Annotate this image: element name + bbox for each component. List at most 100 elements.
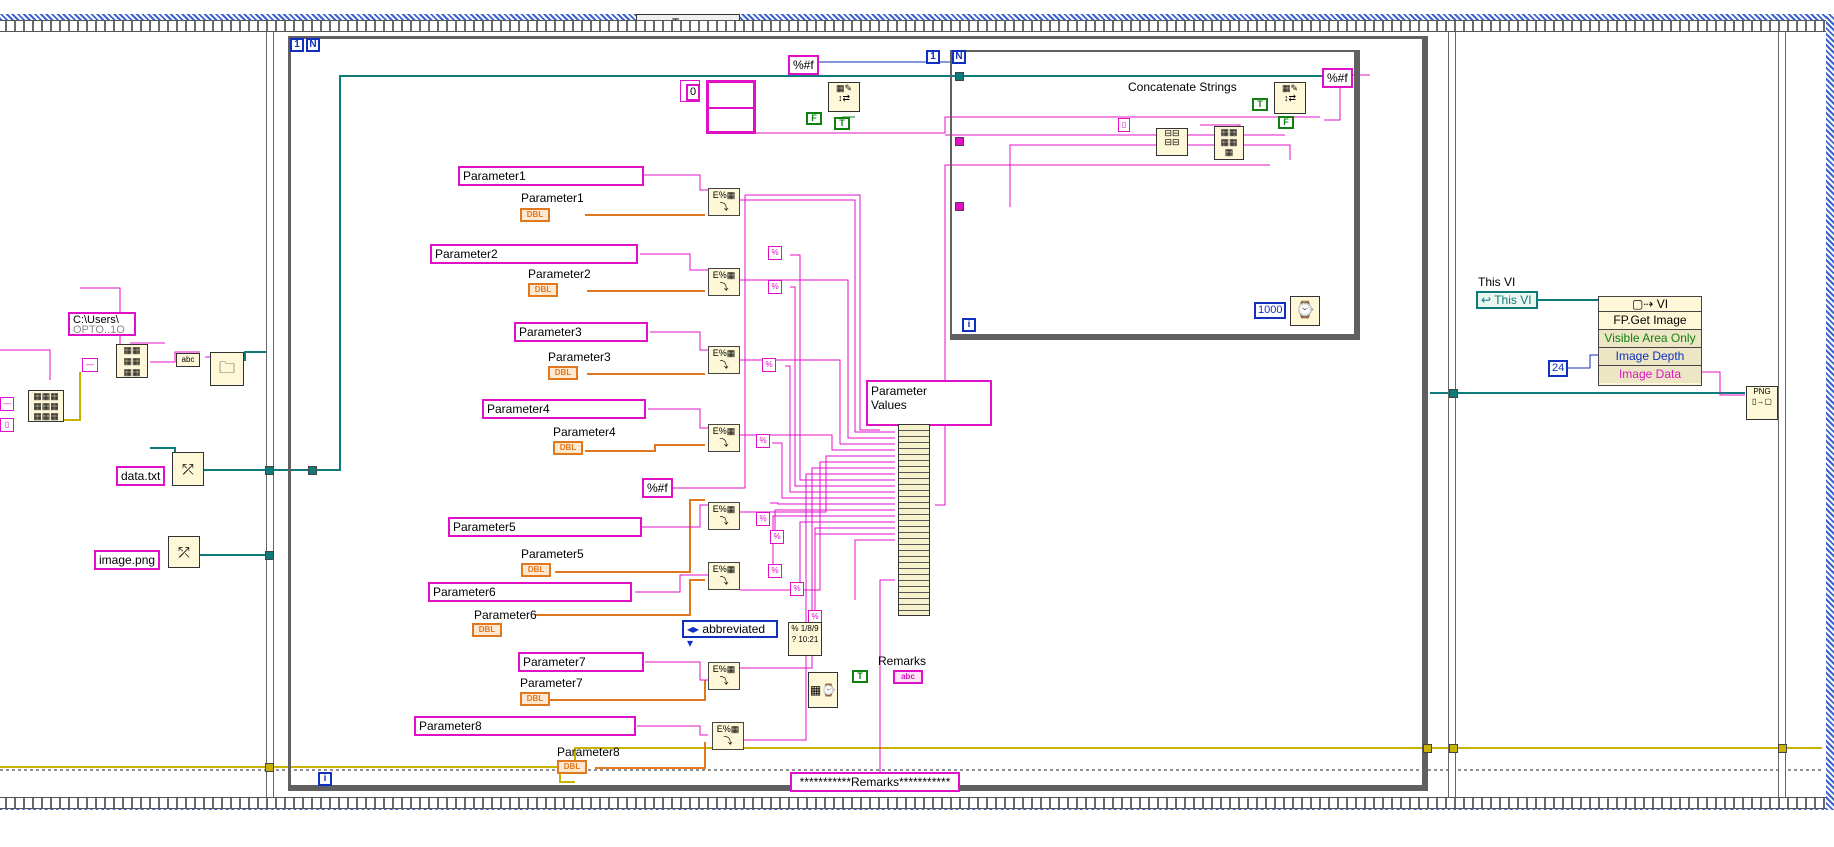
- inner-loop-count-terminal: N: [952, 50, 966, 64]
- remarks-constant[interactable]: ***********Remarks***********: [790, 772, 960, 792]
- parameter-control[interactable]: DBL: [528, 283, 558, 297]
- parameter-label: Parameter3: [548, 350, 611, 364]
- sequence-frame-bottom: [0, 797, 1826, 809]
- parameter-string[interactable]: Parameter5: [448, 517, 642, 537]
- double-wire: [535, 579, 705, 616]
- string-constant-small: %: [770, 530, 784, 544]
- boolean-true-constant-2[interactable]: T: [1252, 98, 1268, 111]
- invoke-param-image-data[interactable]: Image Data: [1599, 366, 1701, 383]
- time-format-enum[interactable]: ◂▸ abbreviated ▾: [682, 620, 778, 650]
- outer-loop-count-value[interactable]: 1: [290, 38, 304, 52]
- enum-arrows-icon: ◂▸: [687, 622, 703, 636]
- abc-icon: abc: [176, 353, 200, 367]
- string-constant-small: %: [756, 434, 770, 448]
- parameter-string[interactable]: Parameter3: [514, 322, 648, 342]
- sequence-divider-3: [1778, 32, 1786, 797]
- outer-loop-count-terminal: N: [306, 38, 320, 52]
- parameter-string[interactable]: Parameter7: [518, 652, 644, 672]
- wait-ms-value[interactable]: 1000: [1254, 302, 1287, 319]
- invoke-param-image-depth[interactable]: Image Depth: [1599, 348, 1701, 366]
- string-constant-small: %: [768, 280, 782, 294]
- format-string-right[interactable]: %#f: [1322, 68, 1353, 88]
- array-index-value[interactable]: 0: [686, 84, 701, 101]
- outer-loop-iteration-terminal: i: [318, 772, 332, 786]
- tunnel: [265, 763, 274, 772]
- parameter-string[interactable]: Parameter1: [458, 166, 644, 186]
- string-wire: [645, 661, 708, 681]
- boolean-true-constant[interactable]: T: [834, 117, 850, 130]
- boolean-false-constant-2[interactable]: F: [1278, 116, 1294, 129]
- remarks-control[interactable]: abc: [893, 670, 923, 684]
- format-into-string-icon: E%▦⤵: [708, 662, 740, 690]
- inner-loop-iteration-terminal: i: [962, 318, 976, 332]
- build-path-icon: ▦▦▦▦▦▦: [116, 344, 148, 378]
- invoke-node-method: FP.Get Image: [1599, 312, 1701, 330]
- format-into-string-icon: ▦✎↕⇄: [828, 82, 860, 112]
- parameter-control[interactable]: DBL: [520, 208, 550, 222]
- tunnel: [265, 551, 274, 560]
- string-wire: [650, 331, 708, 351]
- string-constant-small: —: [82, 358, 98, 372]
- parameter-control[interactable]: DBL: [557, 760, 587, 774]
- format-into-string-icon: E%▦⤵: [712, 722, 744, 750]
- array-to-spreadsheet-icon: ▦▦▦▦▦▦▦▦▦: [28, 390, 64, 422]
- string-wire: [642, 504, 708, 528]
- invoke-node[interactable]: ▢⇢ VI FP.Get Image Visible Area Only Ima…: [1598, 296, 1702, 386]
- parameter-string[interactable]: Parameter8: [414, 716, 636, 736]
- parameter-string[interactable]: Parameter6: [428, 582, 632, 602]
- string-wire: [637, 725, 708, 736]
- folder-icon: 🗀: [210, 352, 244, 386]
- parameter-values-indicator[interactable]: Parameter Values: [866, 380, 992, 426]
- parameter-control[interactable]: DBL: [548, 366, 578, 380]
- parameter-label: Parameter5: [521, 547, 584, 561]
- build-path-icon-2: ⤱: [168, 536, 200, 568]
- string-constant-small: %: [768, 564, 782, 578]
- parameter-label: Parameter1: [521, 191, 584, 205]
- parameter-label: Parameter2: [528, 267, 591, 281]
- write-to-text-icon: ▦✎↕⇄: [1274, 82, 1306, 114]
- format-string-mid[interactable]: %#f: [642, 478, 673, 498]
- boolean-true-constant-3[interactable]: T: [852, 670, 868, 683]
- inner-loop-title: Concatenate Strings: [1128, 80, 1237, 94]
- build-array-icon: [898, 424, 930, 616]
- boolean-false-constant[interactable]: F: [806, 112, 822, 125]
- tunnel: [265, 466, 274, 475]
- string-constant-small-2: —: [0, 397, 14, 411]
- format-into-string-icon: E%▦⤵: [708, 562, 740, 590]
- format-into-string-icon: E%▦⤵: [708, 424, 740, 452]
- build-array-icon: ⊟⊟⊟⊟: [1156, 128, 1188, 156]
- tunnel: [1449, 744, 1458, 753]
- path-constant[interactable]: C:\Users\OPTO..1O: [68, 312, 136, 336]
- write-to-png-icon: PNG▯→▢: [1746, 386, 1778, 420]
- parameter-string[interactable]: Parameter4: [482, 399, 646, 419]
- concatenate-icon: ▦▦▦▦▦: [1214, 126, 1244, 160]
- format-into-string-icon: E%▦⤵: [708, 188, 740, 216]
- parameter-control[interactable]: DBL: [521, 563, 551, 577]
- sequence-divider-1: [266, 32, 274, 797]
- image-depth-constant[interactable]: 24: [1548, 360, 1569, 377]
- string-wire: [640, 253, 708, 271]
- double-wire: [555, 499, 705, 573]
- string-constant-small: %: [756, 512, 770, 526]
- format-into-string-icon: E%▦⤵: [708, 502, 740, 530]
- string-constant-small: %: [762, 358, 776, 372]
- empty-string-constant: ▯: [1118, 118, 1130, 132]
- parameter-control[interactable]: DBL: [520, 692, 550, 706]
- tunnel: [955, 202, 964, 211]
- format-string-top[interactable]: %#f: [788, 55, 819, 75]
- parameter-string[interactable]: Parameter2: [430, 244, 638, 264]
- case-structure-top-border: [0, 14, 1834, 20]
- image-file-constant[interactable]: image.png: [94, 550, 161, 570]
- data-file-constant[interactable]: data.txt: [116, 466, 166, 486]
- sequence-divider-2: [1448, 32, 1456, 797]
- string-array-constant[interactable]: [706, 80, 756, 134]
- parameter-control[interactable]: DBL: [472, 623, 502, 637]
- parameter-control[interactable]: DBL: [553, 441, 583, 455]
- inner-loop-count-value[interactable]: 1: [926, 50, 940, 64]
- parameter-label: Parameter7: [520, 676, 583, 690]
- invoke-param-visible-area[interactable]: Visible Area Only: [1599, 330, 1701, 348]
- tunnel: [1778, 744, 1787, 753]
- wait-ms-icon: ⌚: [1290, 296, 1320, 326]
- parameter-label: Parameter6: [474, 608, 537, 622]
- this-vi-reference[interactable]: ↩ This VI: [1476, 291, 1538, 309]
